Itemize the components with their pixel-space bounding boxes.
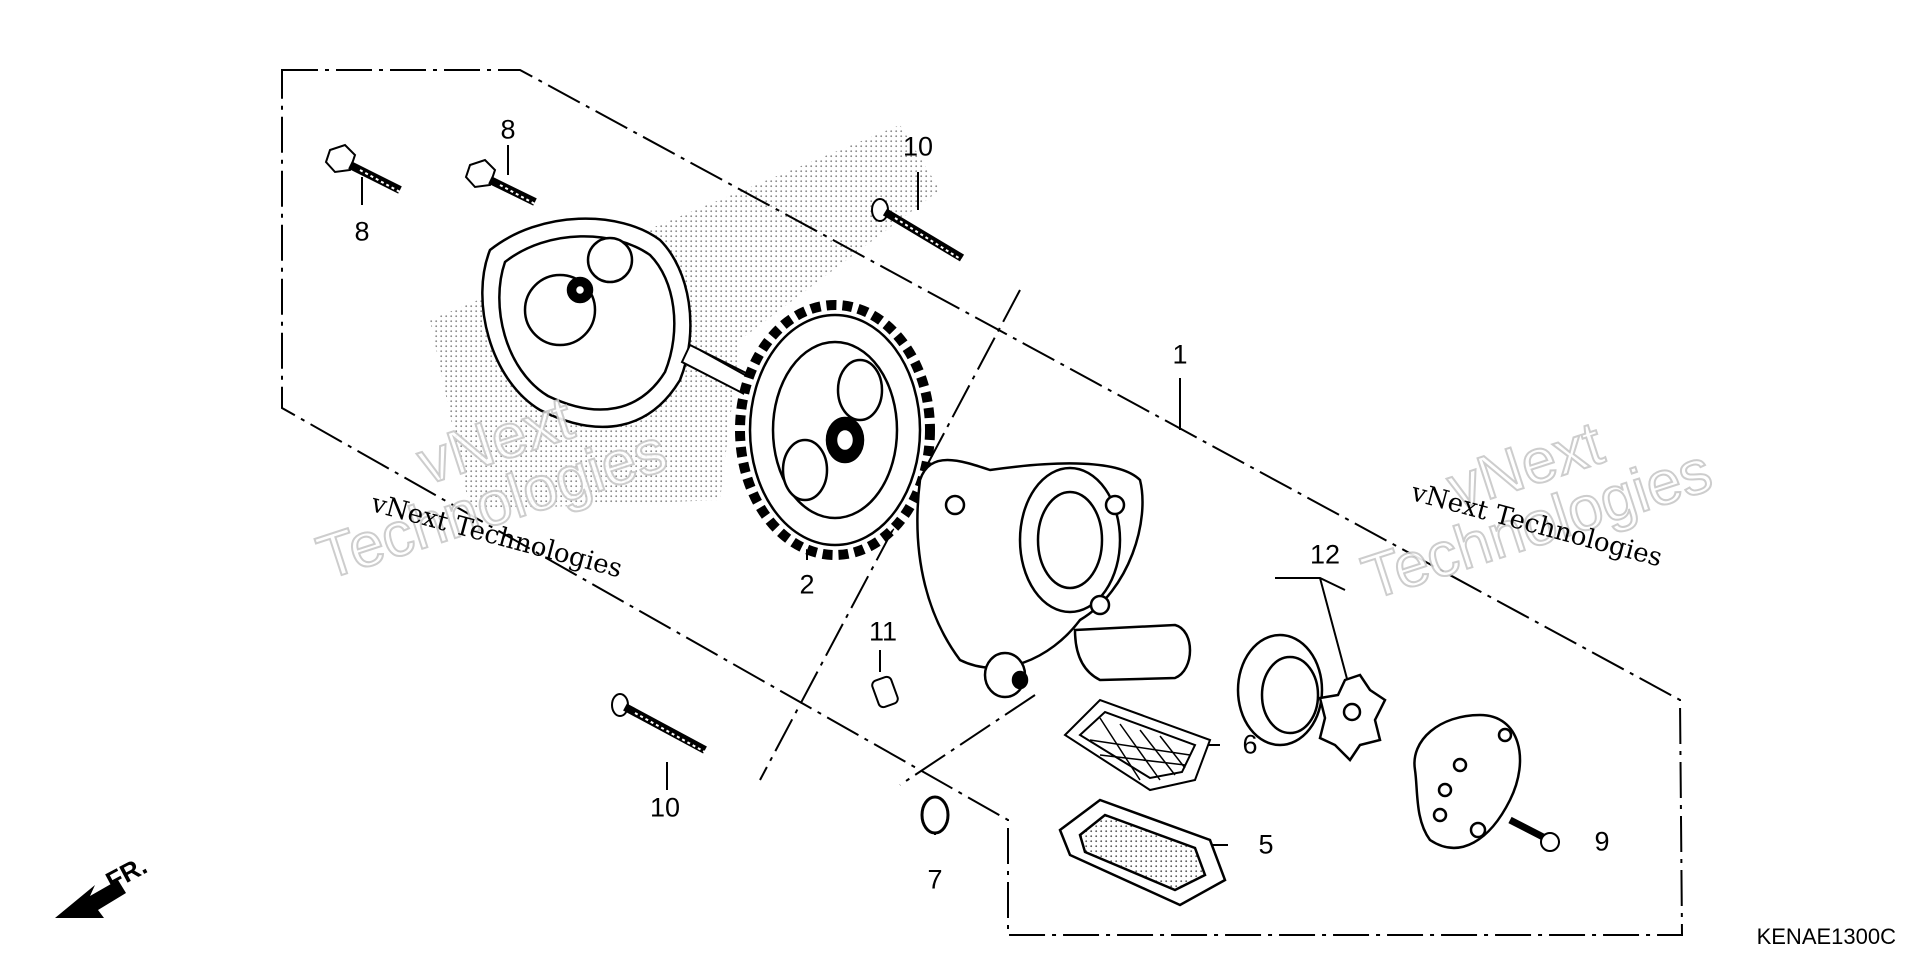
callout-2[interactable]: 2 xyxy=(799,569,815,600)
callout-7[interactable]: 7 xyxy=(927,864,943,895)
callout-8-lower[interactable]: 8 xyxy=(354,216,370,247)
long-bolt-bottom[interactable] xyxy=(611,693,707,754)
callout-6[interactable]: 6 xyxy=(1242,729,1258,760)
callout-10-top[interactable]: 10 xyxy=(902,131,934,162)
flange-bolt-left[interactable] xyxy=(324,143,402,194)
strainer-gasket[interactable] xyxy=(1058,798,1227,907)
callout-1[interactable]: 1 xyxy=(1172,339,1188,370)
outer-rotor[interactable] xyxy=(1236,633,1324,747)
dowel-pin[interactable] xyxy=(871,675,899,709)
callout-12[interactable]: 12 xyxy=(1309,539,1341,570)
diagram-code: KENAE1300C xyxy=(1756,924,1896,949)
pump-end-plate[interactable] xyxy=(1413,713,1522,850)
inner-rotor[interactable] xyxy=(1318,673,1387,762)
oil-strainer[interactable] xyxy=(1063,698,1212,792)
callout-11[interactable]: 11 xyxy=(868,616,898,647)
callout-8-upper[interactable]: 8 xyxy=(500,114,516,145)
callout-5[interactable]: 5 xyxy=(1258,829,1274,860)
driven-sprocket[interactable] xyxy=(735,300,935,560)
assembly-outline xyxy=(281,69,1684,936)
callout-10-bottom[interactable]: 10 xyxy=(649,792,681,823)
pump-body[interactable] xyxy=(916,458,1192,699)
sealing-washer[interactable] xyxy=(920,795,950,835)
front-direction-arrow xyxy=(55,880,126,918)
plate-screw[interactable] xyxy=(1508,816,1560,852)
pump-cover[interactable] xyxy=(481,217,692,429)
callout-9[interactable]: 9 xyxy=(1594,826,1610,857)
flange-bolt-right[interactable] xyxy=(464,158,537,206)
long-bolt-top[interactable] xyxy=(871,198,965,262)
